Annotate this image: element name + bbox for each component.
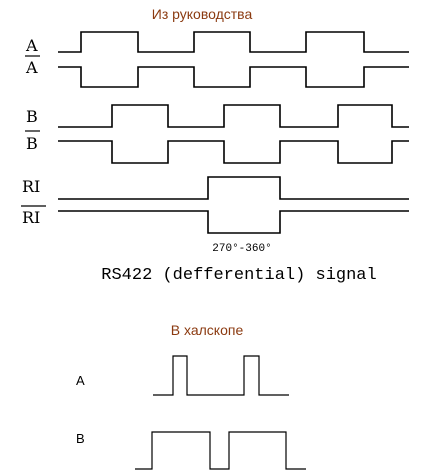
manual-heading: Из руководства bbox=[152, 6, 253, 22]
label-b: B bbox=[26, 107, 38, 126]
scope-label-a: A bbox=[76, 373, 85, 388]
phase-label: 270°-360° bbox=[212, 243, 271, 255]
manual-caption: RS422 (defferential) signal bbox=[101, 266, 376, 285]
waveform-b bbox=[58, 104, 409, 128]
scope-label-b: B bbox=[76, 431, 85, 446]
label-ri: RI bbox=[22, 177, 40, 196]
label-ri-bar: RI bbox=[22, 208, 40, 227]
waveform-ri bbox=[58, 176, 409, 200]
waveform-a bbox=[58, 31, 409, 53]
waveform-b-bar bbox=[58, 140, 409, 164]
waveform-a-bar bbox=[58, 66, 409, 88]
scope-waveform-b bbox=[135, 431, 306, 470]
scope-heading: В халскопе bbox=[171, 322, 244, 338]
label-a: A bbox=[25, 36, 38, 55]
scope-waveform-a bbox=[153, 355, 289, 396]
label-b-bar: B bbox=[26, 134, 38, 153]
label-a-bar: A bbox=[25, 58, 38, 77]
waveform-ri-bar bbox=[58, 210, 409, 234]
